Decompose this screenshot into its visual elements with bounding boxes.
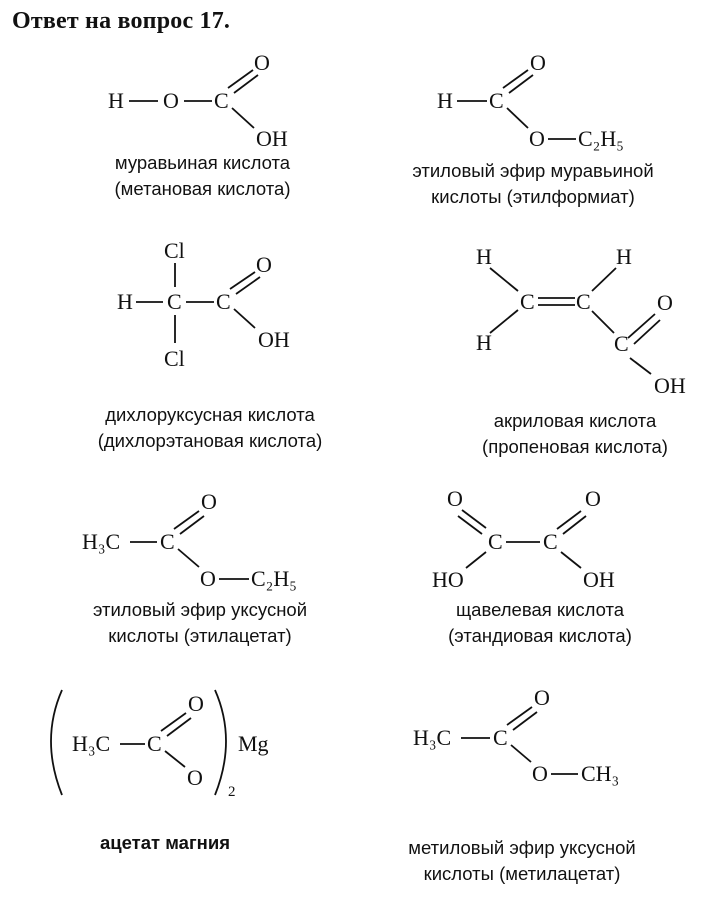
atom-label: H₃C: [413, 725, 451, 750]
atom-label: C: [493, 725, 508, 750]
atom-label: O: [534, 685, 550, 710]
atom-label: CH₃: [581, 761, 619, 786]
caption-ethyl-acetate: этиловый эфир уксусной кислоты (этилацет…: [92, 599, 308, 646]
caption-formic-acid: муравьиная кислота (метановая кислота): [114, 152, 291, 199]
atom-label: C₂H₅: [578, 126, 624, 151]
subscript-two: 2: [228, 784, 236, 800]
atom-label: C: [576, 289, 591, 314]
atom-label: O: [256, 252, 272, 277]
atom-label: Cl: [164, 346, 185, 371]
atom-label: O: [201, 489, 217, 514]
left-parenthesis: [50, 689, 63, 796]
atom-label: O: [447, 486, 463, 511]
atom-label: H: [437, 88, 453, 113]
atom-label: Mg: [238, 731, 269, 756]
atom-label: C: [214, 88, 229, 113]
atom-label: OH: [654, 373, 686, 398]
page-title: Ответ на вопрос 17.: [12, 8, 231, 34]
atom-label: C₂H₅: [251, 566, 297, 591]
atom-label: O: [529, 126, 545, 151]
atom-label: H: [476, 244, 492, 269]
atom-label: O: [657, 290, 673, 315]
caption-oxalic-acid: щавелевая кислота (этандиовая кислота): [448, 599, 632, 646]
right-parenthesis: [214, 689, 227, 796]
atom-label: H: [476, 330, 492, 355]
atom-label: OH: [258, 327, 290, 352]
atom-label: C: [543, 529, 558, 554]
caption-dichloroacetic-acid: дихлоруксусная кислота (дихлорэтановая к…: [97, 404, 323, 451]
atom-label: Cl: [164, 238, 185, 263]
atom-label: C: [614, 331, 629, 356]
caption-magnesium-acetate: ацетат магния: [99, 832, 231, 853]
atom-label: C: [167, 289, 182, 314]
atom-label: O: [532, 761, 548, 786]
atom-label: C: [488, 529, 503, 554]
atom-label: HO: [432, 567, 464, 592]
atom-label: C: [160, 529, 175, 554]
atom-label: O: [585, 486, 601, 511]
atom-label: C: [147, 731, 162, 756]
atom-label: C: [489, 88, 504, 113]
atom-label: O: [254, 50, 270, 75]
caption-ethyl-formate: этиловый эфир муравьиной кислоты (этилфо…: [412, 160, 654, 207]
atom-label: O: [200, 566, 216, 591]
atom-label: H₃C: [82, 529, 120, 554]
atom-label: H₃C: [72, 731, 110, 756]
atom-label: O: [530, 50, 546, 75]
atom-label: H: [117, 289, 133, 314]
atom-label: H: [108, 88, 124, 113]
caption-methyl-acetate: метиловый эфир уксусной кислоты (метилац…: [408, 837, 636, 884]
atom-label: H: [616, 244, 632, 269]
atom-label: OH: [583, 567, 615, 592]
atom-label: O: [163, 88, 179, 113]
atom-label: C: [520, 289, 535, 314]
atom-label: O: [187, 765, 203, 790]
atom-label: O: [188, 691, 204, 716]
atom-label: C: [216, 289, 231, 314]
caption-acrylic-acid: акриловая кислота (пропеновая кислота): [482, 410, 668, 457]
atom-label: OH: [256, 126, 288, 151]
